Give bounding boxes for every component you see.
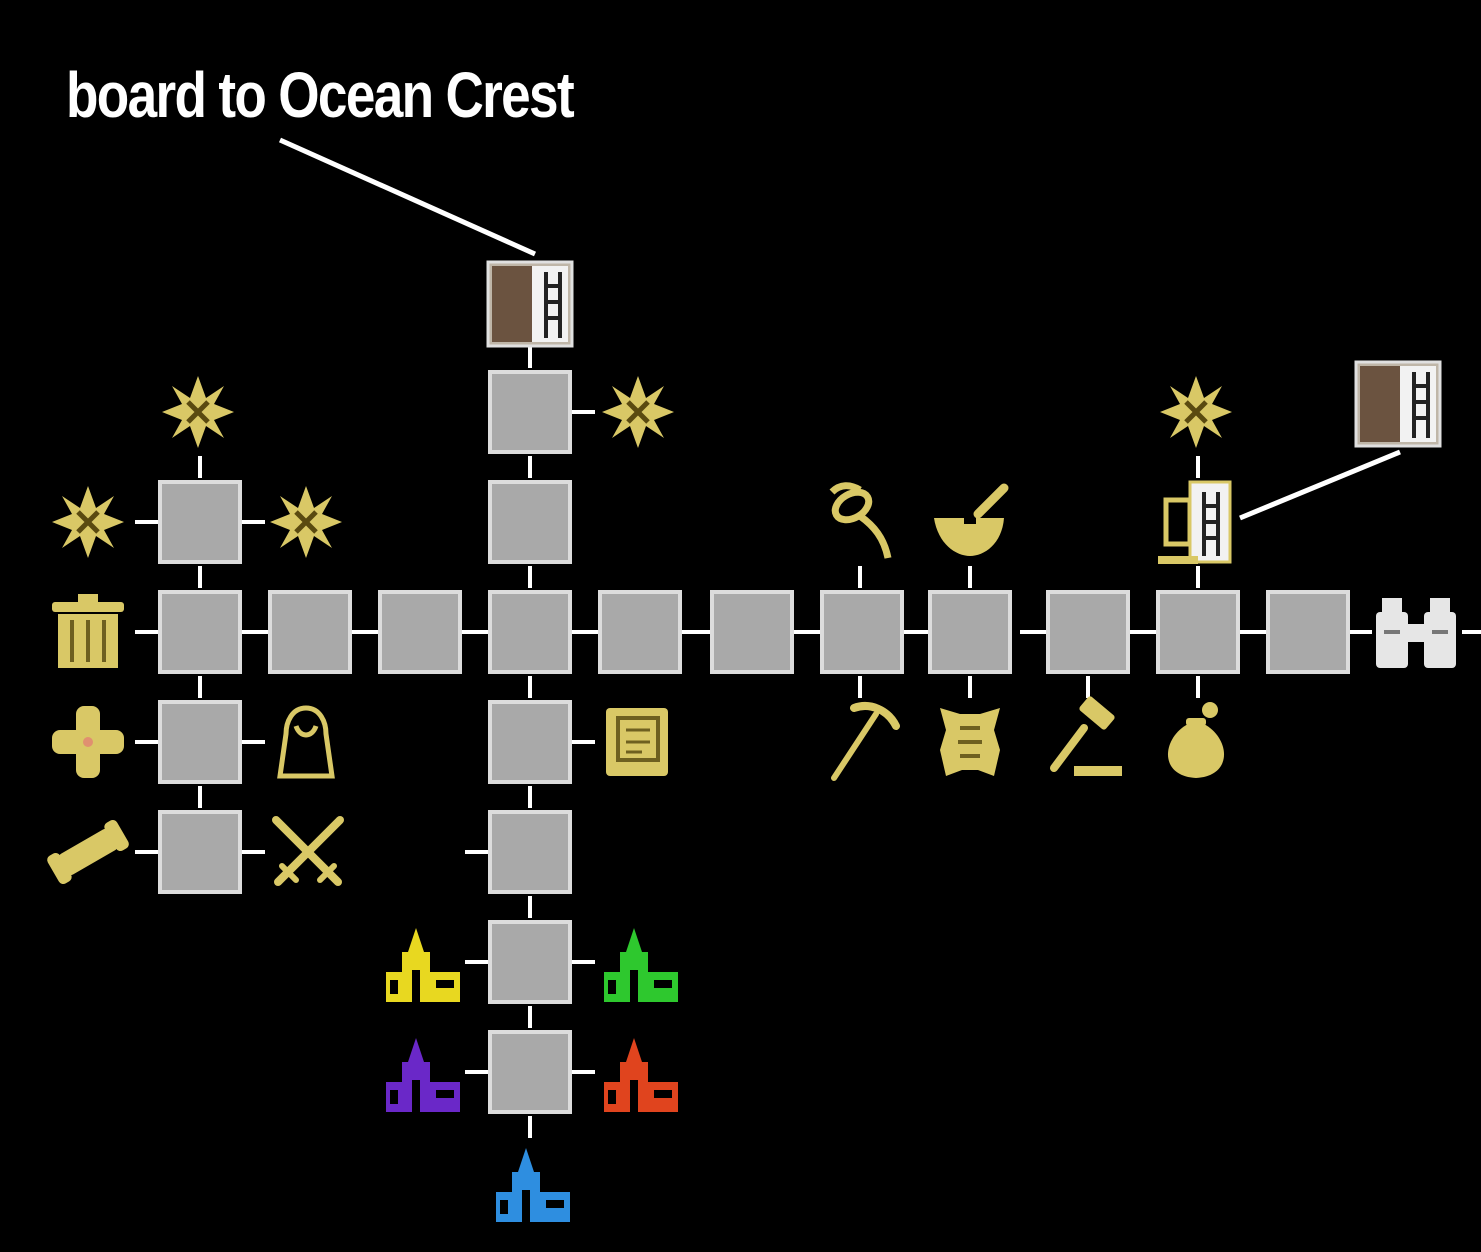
map-tile[interactable] [268, 590, 352, 674]
map-tile[interactable] [488, 920, 572, 1004]
explosion-icon[interactable] [162, 376, 234, 448]
map-tile[interactable] [488, 590, 572, 674]
leather-hide-icon[interactable] [940, 708, 1000, 776]
binoculars-icon[interactable] [1376, 598, 1456, 668]
tavern-door-icon[interactable] [1158, 480, 1232, 564]
church-purple-icon[interactable] [386, 1038, 460, 1112]
church-yellow-icon[interactable] [386, 928, 460, 1002]
map-tile[interactable] [1266, 590, 1350, 674]
explosion-icon[interactable] [602, 376, 674, 448]
map-tile[interactable] [488, 1030, 572, 1114]
map-tile[interactable] [158, 590, 242, 674]
church-blue-icon[interactable] [496, 1148, 570, 1222]
explosion-icon[interactable] [1160, 376, 1232, 448]
explosion-icon[interactable] [270, 486, 342, 558]
map-tile[interactable] [598, 590, 682, 674]
map-tile[interactable] [1046, 590, 1130, 674]
trash-can-icon[interactable] [52, 594, 124, 668]
crossed-swords-icon[interactable] [272, 816, 344, 886]
rope-icon[interactable] [829, 482, 892, 559]
map-tile[interactable] [158, 700, 242, 784]
map-tile[interactable] [488, 700, 572, 784]
map-tile[interactable] [710, 590, 794, 674]
church-red-icon[interactable] [604, 1038, 678, 1112]
money-bag-icon[interactable] [1167, 702, 1225, 778]
map-tile[interactable] [820, 590, 904, 674]
map-tile[interactable] [488, 810, 572, 894]
scroll-icon[interactable] [45, 818, 130, 886]
map-tile[interactable] [378, 590, 462, 674]
auction-gavel-icon[interactable] [1050, 695, 1122, 776]
callout-line-right-door [1239, 449, 1401, 521]
boarding-door-icon[interactable] [486, 260, 574, 348]
path-tiles [158, 370, 1350, 1114]
path-connectors [135, 346, 1481, 1138]
pickaxe-icon[interactable] [831, 702, 900, 781]
church-green-icon[interactable] [604, 928, 678, 1002]
boarding-door-icon[interactable] [1354, 360, 1442, 448]
map-tile[interactable] [488, 480, 572, 564]
health-cross-icon[interactable] [52, 706, 124, 778]
spellbook-icon[interactable] [606, 708, 668, 776]
callout-line-ocean-crest [278, 137, 537, 257]
map-tile[interactable] [488, 370, 572, 454]
cloak-icon[interactable] [277, 705, 335, 779]
map-tile[interactable] [158, 480, 242, 564]
explosion-icon[interactable] [52, 486, 124, 558]
mortar-pestle-icon[interactable] [934, 483, 1009, 556]
map-tile[interactable] [1156, 590, 1240, 674]
annotation-label: board to Ocean Crest [66, 59, 575, 131]
map-tile[interactable] [928, 590, 1012, 674]
map-tile[interactable] [158, 810, 242, 894]
